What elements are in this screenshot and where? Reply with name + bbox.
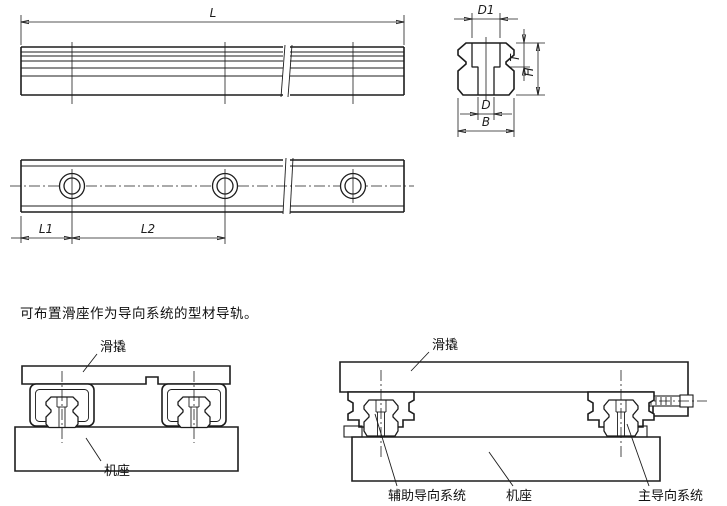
carriage-label: 滑撬	[100, 340, 126, 355]
dimension-L1: L1	[11, 216, 72, 243]
rail-cross-section: D1 T H D B	[454, 3, 545, 137]
dim-label-D1: D1	[478, 3, 495, 17]
leader-line	[488, 451, 514, 487]
dimension-T: T	[508, 29, 524, 81]
dim-label-L1: L1	[39, 222, 53, 236]
rail-outline-segment-1	[20, 159, 283, 213]
base-label: 机座	[506, 489, 532, 504]
break-line	[280, 44, 286, 98]
leader-line	[374, 413, 398, 487]
machine-base	[14, 426, 239, 472]
dimension-B: B	[458, 98, 514, 137]
rail-side-view: L	[20, 6, 405, 104]
dim-label-H: H	[522, 67, 536, 76]
leader-line	[85, 437, 102, 462]
rail-body-segment-2	[290, 46, 405, 96]
carriage-label: 滑撬	[432, 338, 458, 353]
leader-line	[626, 423, 650, 487]
dimension-H: H	[522, 43, 538, 95]
clamp-strip	[343, 425, 363, 438]
assembly-right: 滑撬 辅助导向系统 机座 主导向系统	[339, 338, 707, 504]
leader-line	[410, 351, 430, 372]
dim-label-L2: L2	[141, 222, 155, 236]
profile-outline	[457, 42, 515, 96]
aux-guide-label: 辅助导向系统	[388, 488, 466, 504]
slide-plate	[21, 365, 231, 385]
hole-centerlines-side	[71, 42, 354, 104]
assembly-left: 滑撬 机座	[14, 340, 239, 479]
dim-label-B: B	[482, 115, 490, 129]
break-line	[287, 44, 293, 98]
dimension-D1: D1	[454, 3, 518, 38]
leader-line	[82, 353, 98, 373]
dimension-D: D	[460, 97, 512, 120]
machine-base	[351, 436, 661, 482]
main-guide-label: 主导向系统	[638, 488, 703, 504]
rail-body-segment-1	[20, 46, 283, 96]
rail-outline-segment-2	[290, 159, 405, 213]
rail-top-view: L1 L2	[10, 157, 414, 244]
dim-label-T: T	[508, 53, 522, 62]
dim-label-D: D	[481, 98, 490, 112]
base-label: 机座	[104, 464, 130, 479]
dimension-L2: L2	[72, 222, 225, 238]
description-text: 可布置滑座作为导向系统的型材导轨。	[20, 306, 258, 322]
dim-label-L: L	[210, 6, 217, 20]
slot-and-channel	[471, 43, 501, 95]
